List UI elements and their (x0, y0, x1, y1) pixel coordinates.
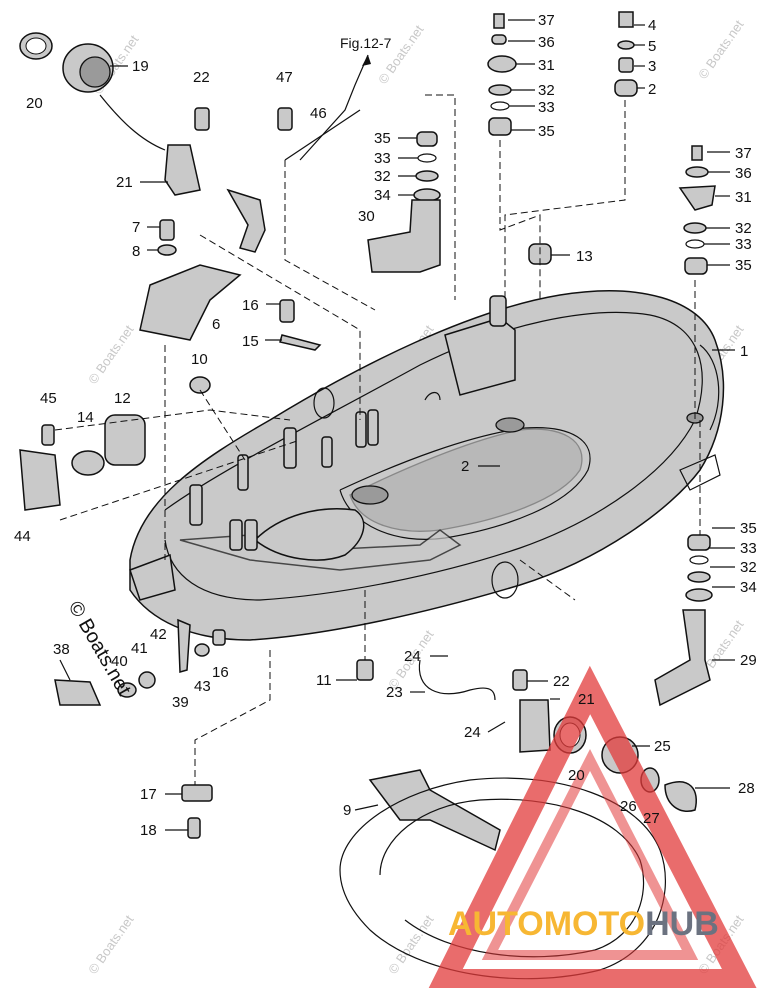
watermark: © Boats.net (85, 912, 137, 977)
callout-label: 34 (740, 579, 757, 596)
callout-label: 20 (26, 95, 43, 112)
callout-label: 22 (553, 673, 570, 690)
fastener-stack-top (367, 11, 716, 275)
brand-text: AUTOMOTOHUB (448, 905, 719, 943)
watermark: © Boats.net (85, 322, 137, 387)
figure-ref-label: Fig.12-7 (340, 35, 392, 51)
callout-label: 14 (77, 409, 94, 426)
brand-part-hub: HUB (645, 905, 719, 943)
callout-leaders (59, 19, 735, 831)
callout-label: 8 (132, 243, 140, 260)
callout-label: 36 (735, 165, 752, 182)
watermark: © Boats.net (695, 17, 747, 82)
callout-label: 24 (464, 724, 481, 741)
callout-label: 2 (648, 81, 656, 98)
callout-label: 1 (740, 343, 748, 360)
callout-label: 5 (648, 38, 656, 55)
callout-label: 26 (620, 798, 637, 815)
callout-label: 17 (140, 786, 157, 803)
brand-part-auto: AUTO (448, 905, 544, 943)
callout-label: 21 (578, 691, 595, 708)
callout-label: 27 (643, 810, 660, 827)
callout-label: 35 (538, 123, 555, 140)
callout-label: 6 (212, 316, 220, 333)
callout-label: 11 (316, 672, 332, 689)
callout-label: 33 (538, 99, 555, 116)
callout-label: 30 (358, 208, 375, 225)
callout-label: 3 (648, 58, 656, 75)
callout-label: 41 (131, 640, 148, 657)
callout-label: 39 (172, 694, 189, 711)
callout-label: 19 (132, 58, 149, 75)
callout-label: 35 (374, 130, 391, 147)
callout-label: 21 (116, 174, 133, 191)
callout-label: 36 (538, 34, 555, 51)
bottom-cowling (129, 290, 725, 641)
left-upper-parts (19, 32, 361, 511)
callout-label: 42 (150, 626, 167, 643)
callout-label: 9 (343, 802, 351, 819)
callout-label: 25 (654, 738, 671, 755)
callout-label: 37 (538, 12, 555, 29)
brand-part-moto: MOTO (544, 905, 645, 943)
callout-label: 4 (648, 17, 656, 34)
callout-labels: 37 36 31 32 33 35 4 5 3 2 20 19 22 47 46… (14, 12, 757, 839)
callout-label: 23 (386, 684, 403, 701)
callout-label: 29 (740, 652, 757, 669)
callout-label: 33 (740, 540, 757, 557)
callout-label: 16 (242, 297, 259, 314)
callout-label: 44 (14, 528, 31, 545)
callout-label: 38 (53, 641, 70, 658)
callout-label: 2 (461, 458, 469, 475)
callout-label: 32 (740, 559, 757, 576)
callout-label: 37 (735, 145, 752, 162)
callout-label: 15 (242, 333, 259, 350)
callout-label: 46 (310, 105, 327, 122)
callout-label: 7 (132, 219, 140, 236)
callout-label: 20 (568, 767, 585, 784)
figure-reference: Fig.12-7 (299, 35, 392, 161)
callout-label: 18 (140, 822, 157, 839)
callout-label: 32 (735, 220, 752, 237)
callout-label: 33 (374, 150, 391, 167)
callout-label: 40 (111, 653, 128, 670)
watermark: © Boats.net (375, 22, 427, 87)
watermark: © Boats.net (385, 912, 437, 977)
callout-label: 32 (374, 168, 391, 185)
callout-label: 43 (194, 678, 211, 695)
callout-label: 35 (740, 520, 757, 537)
callout-label: 34 (374, 187, 391, 204)
callout-label: 12 (114, 390, 131, 407)
callout-label: 45 (40, 390, 57, 407)
lower-left-parts (54, 618, 226, 839)
callout-label: 10 (191, 351, 208, 368)
callout-label: 35 (735, 257, 752, 274)
callout-label: 28 (738, 780, 755, 797)
callout-label: 13 (576, 248, 593, 265)
callout-label: 22 (193, 69, 210, 86)
callout-label: 31 (735, 189, 752, 206)
callout-label: 32 (538, 82, 555, 99)
callout-label: 47 (276, 69, 293, 86)
callout-label: 33 (735, 236, 752, 253)
callout-label: 31 (538, 57, 555, 74)
dashed-leaders (54, 94, 701, 785)
callout-label: 16 (212, 664, 229, 681)
automotohub-logo: AUTOMOTOHUB (428, 665, 757, 988)
callout-label: 24 (404, 648, 421, 665)
